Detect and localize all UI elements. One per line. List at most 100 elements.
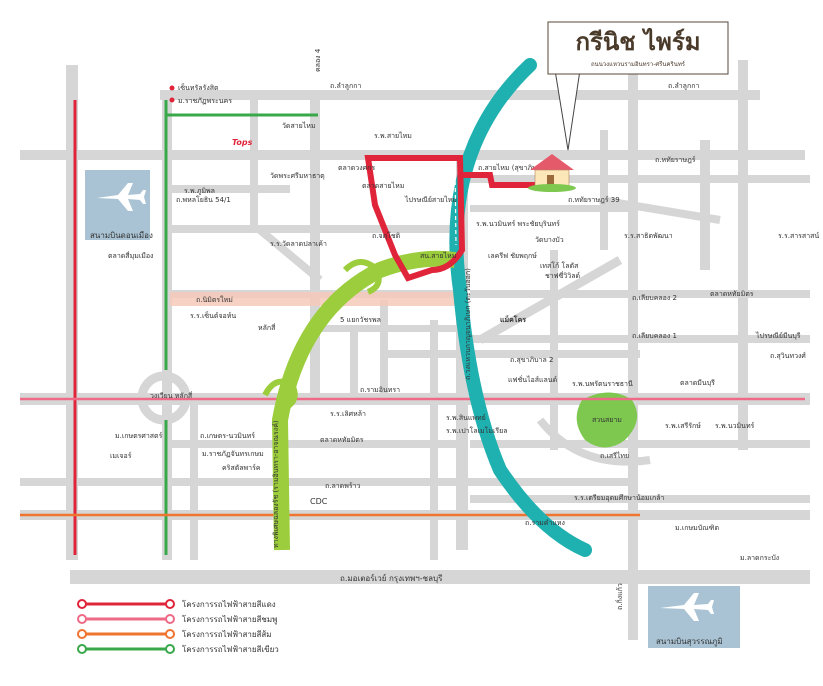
place-post-minburi: ไปรษณีย์มีนบุรี bbox=[755, 331, 801, 340]
project-route-link bbox=[460, 172, 535, 188]
road-right-3 bbox=[700, 140, 710, 270]
lime-ramp-2 bbox=[262, 378, 298, 411]
place-kasetsart: ม.เกษตรศาสตร์ bbox=[115, 432, 163, 440]
place-wat-saimai: วัดสายไหม bbox=[282, 121, 316, 130]
place-serirak: ร.พ.เสรีรักษ์ bbox=[665, 422, 701, 430]
place-fashion: แฟชั่นไอส์แลนด์ bbox=[508, 375, 557, 384]
road-label-ramkhamhaeng: ถ.รามคำแหง bbox=[525, 519, 565, 527]
road-label-liap-2: ถ.เลียบคลอง 2 bbox=[632, 294, 677, 302]
place-wat-bang-bua: วัดบางบัว bbox=[535, 236, 564, 244]
place-bhumibol: ร.พ.ภูมิพล bbox=[184, 187, 215, 195]
junction-saimai: สน.สายไหม bbox=[420, 251, 456, 260]
place-don-mueang-market: ตลาดสี่มุมเมือง bbox=[108, 251, 153, 260]
callout-pointer bbox=[554, 69, 581, 151]
road-hathairat bbox=[470, 175, 810, 183]
place-saimai-hospital: ร.พ.สายไหม bbox=[374, 131, 412, 140]
road-mid-6 bbox=[600, 130, 608, 250]
lak-si-label: วงเวียน หลักสี่ bbox=[150, 391, 193, 400]
place-chalerm: ชาฟซี่วิวิลด์ bbox=[545, 271, 580, 280]
legend-label-2: โครงการรถไฟฟ้าสายสีส้ม bbox=[182, 629, 272, 639]
don-mueang-label: สนามบินดอนเมือง bbox=[90, 231, 153, 240]
place-hathai-market: ตลาดหทัยมิตร bbox=[710, 290, 754, 298]
road-network bbox=[20, 60, 810, 640]
road-label-kingkaew: ถ.กิ่งแก้ว bbox=[615, 583, 624, 610]
place-nawamin-phra: ร.พ.นวมินทร์ พระชัยบุรินทร์ bbox=[476, 220, 560, 228]
road-label-liap-1: ถ.เลียบคลอง 1 bbox=[632, 332, 677, 340]
road-lamlukka bbox=[160, 90, 760, 100]
legend-station-0-0 bbox=[77, 599, 87, 609]
road-upper-left bbox=[170, 185, 290, 193]
legend-station-1-0 bbox=[77, 614, 87, 624]
road-label-lamlukka-right: ถ.ลำลูกกา bbox=[668, 82, 699, 90]
place-nopparat: ร.พ.นพรัตนราชธานี bbox=[572, 380, 633, 388]
road-label-nimit-mai: ถ.นิมิตรใหม่ bbox=[196, 295, 233, 304]
road-lower-right bbox=[470, 440, 810, 448]
road-label-seri-thai: ถ.เสรีไทย bbox=[600, 451, 629, 460]
place-sinphaet: ร.พ.สินแพทย์ bbox=[446, 414, 486, 422]
road-label-hathairat-39: ถ.หทัยราษฎร์ 39 bbox=[568, 196, 620, 204]
road-label-expressway: ทางพิเศษฉลองรัช (รามอินทรา-อาจณรงค์) bbox=[272, 420, 280, 548]
place-nawamin: ร.พ.นวมินทร์ bbox=[715, 422, 755, 430]
road-diagonal-2 bbox=[599, 196, 721, 224]
road-label-watcharaphon: 5 แยกวัชรพล bbox=[340, 316, 381, 324]
suvarnabhumi-label: สนามบินสุวรรณภูมิ bbox=[656, 637, 723, 647]
road-labels: ถ.ลำลูกกา ถ.ลำลูกกา ถ.สายไหม (สุขาภิบาล … bbox=[176, 48, 806, 610]
place-lak-si-area: หลักสี่ bbox=[258, 323, 276, 332]
place-wat-phra-sri: วัดพระศรีมหาธาตุ bbox=[270, 172, 325, 180]
legend-station-1-1 bbox=[165, 614, 175, 624]
legend: โครงการรถไฟฟ้าสายสีแดงโครงการรถไฟฟ้าสายส… bbox=[77, 599, 279, 654]
place-makro: แม็คโคร bbox=[500, 315, 526, 324]
place-lertla: ร.ร.เลิศหล้า bbox=[330, 410, 366, 418]
nimit-highway-band bbox=[170, 292, 460, 306]
place-khlong-thanon: ตลาดวงศกร bbox=[338, 164, 375, 172]
road-sukhaphiban-2 bbox=[380, 350, 640, 358]
legend-label-0: โครงการรถไฟฟ้าสายสีแดง bbox=[182, 599, 276, 609]
place-triam: ร.ร.เตรียมอุดมศึกษาน้อมเกล้า bbox=[574, 493, 664, 502]
project-logo: กรีนิช ไพร์ม ถนนวงแหวนรามอินทรา-ศรีนคริน… bbox=[547, 21, 729, 75]
place-crystal: คริสตัลพาร์ค bbox=[222, 464, 261, 472]
airplane-icon-2 bbox=[660, 593, 714, 621]
road-lat-phrao bbox=[20, 478, 630, 486]
road-label-phaholyothin: ถ.พหลโยธิน 54/1 bbox=[176, 195, 231, 204]
logo-subtitle: ถนนวงแหวนรามอินทรา-ศรีนครินทร์ bbox=[591, 60, 686, 68]
don-mueang-airport bbox=[85, 170, 150, 240]
place-st-john: ร.ร.เซ็นต์จอห์น bbox=[190, 311, 236, 320]
airplane-icon bbox=[97, 183, 146, 211]
road-motorway bbox=[70, 570, 810, 584]
road-diagonal-4 bbox=[536, 417, 651, 466]
place-chandrakasem: ม.ราชภัฏจันทรเกษม bbox=[202, 450, 264, 458]
place-major: เมเจอร์ bbox=[110, 452, 132, 460]
road-diagonal-1 bbox=[477, 256, 623, 344]
road-label-chatuchot: ถ.จตุโชติ bbox=[372, 231, 401, 240]
house-icon bbox=[528, 154, 576, 192]
road-kaset-nawamin bbox=[170, 440, 460, 448]
road-mid-1 bbox=[250, 100, 258, 230]
place-lertla-school: ตลาดหทัยมิตร bbox=[320, 436, 364, 444]
road-liap-1 bbox=[470, 335, 810, 343]
place-tesco: เทสโก้ โลตัส bbox=[540, 261, 579, 270]
road-chatuchot bbox=[170, 225, 460, 233]
project-route-loop bbox=[364, 155, 466, 282]
road-diagonal-3 bbox=[257, 226, 323, 284]
road-mid-7 bbox=[350, 330, 358, 400]
road-label-motorway: ถ.มอเตอร์เวย์ กรุงเทพฯ-ชลบุรี bbox=[340, 573, 443, 583]
road-label-saimai: ถ.สายไหม (สุขาภิบาล 5) bbox=[478, 163, 554, 172]
road-label-suwinthawong: ถ.สุวินทวงศ์ bbox=[770, 352, 806, 360]
road-liap-2 bbox=[470, 290, 810, 298]
place-paolo: ร.พ.เปาโลเมโมเรียล bbox=[446, 426, 508, 435]
road-label-ram-intra: ถ.รามอินทรา bbox=[360, 386, 400, 394]
legend-station-2-0 bbox=[77, 629, 87, 639]
place-saimai-market: ตลาดสายไหม bbox=[362, 181, 404, 190]
road-label-khlong-4: คลอง 4 bbox=[314, 48, 322, 72]
legend-station-0-1 bbox=[165, 599, 175, 609]
siam-park-label: สวนสยาม bbox=[592, 416, 622, 424]
teal-ring-road bbox=[449, 58, 592, 557]
road-hathairat-39 bbox=[470, 205, 630, 212]
place-min-buri-market: ตลาดมีนบุรี bbox=[680, 379, 715, 387]
green-line bbox=[164, 100, 318, 555]
road-ram-intra-vertical bbox=[310, 95, 320, 400]
road-label-lat-krabang: ม.ลาดกระบัง bbox=[740, 554, 779, 562]
place-sathit: ร.ร.สาธิตพัฒนา bbox=[624, 232, 673, 240]
road-label-kanchana: ถ.วงแหวนกาญจนาภิเษก (ตะวันออก) bbox=[464, 268, 472, 380]
